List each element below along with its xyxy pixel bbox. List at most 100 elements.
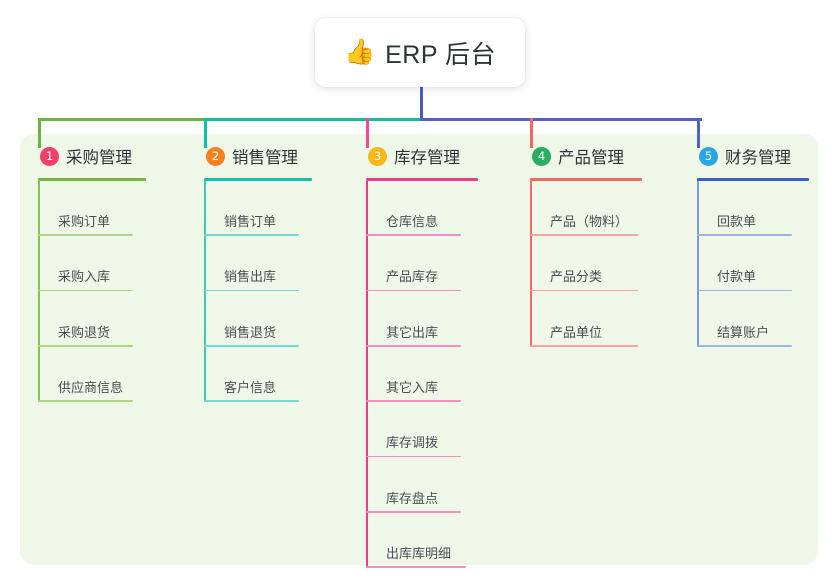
branch-item-rule xyxy=(38,345,133,347)
branch-item[interactable]: 销售退货 xyxy=(204,321,324,347)
branch-item-label: 其它出库 xyxy=(386,324,439,340)
branch-item-rule xyxy=(204,400,299,402)
branch-item-label: 结算账户 xyxy=(717,324,770,340)
branch-item-label: 库存盘点 xyxy=(386,490,439,506)
branch-item-label: 供应商信息 xyxy=(58,379,124,395)
branch-number-badge: 3 xyxy=(368,146,387,166)
branch-item-rule xyxy=(366,510,461,513)
branch-item-label: 出库库明细 xyxy=(386,545,452,561)
branch-drop-4 xyxy=(530,118,533,148)
branch-number-badge: 4 xyxy=(532,146,551,166)
branch-item[interactable]: 销售订单 xyxy=(204,210,324,236)
branch-header-5[interactable]: 5 财务管理 xyxy=(697,144,791,168)
branch-item-rule xyxy=(530,289,638,292)
branch-spine xyxy=(697,181,699,347)
branch-item-label: 产品单位 xyxy=(550,324,603,340)
branch-item-rule xyxy=(366,400,461,402)
branch-title: 采购管理 xyxy=(66,149,132,167)
branch-item[interactable]: 出库库明细 xyxy=(366,542,486,568)
branch-item[interactable]: 客户信息 xyxy=(204,376,324,402)
branch-item[interactable]: 回款单 xyxy=(697,210,817,236)
branch-item-rule xyxy=(38,234,133,236)
branch-item-rule xyxy=(366,455,461,458)
branch-item[interactable]: 结算账户 xyxy=(697,321,817,347)
branch-item-rule xyxy=(366,234,461,236)
branch-column-3: 3 库存管理仓库信息产品库存其它出库其它入库库存调拨库存盘点出库库明细 xyxy=(366,144,478,572)
branch-item[interactable]: 产品（物料） xyxy=(530,210,650,236)
branch-item[interactable]: 采购退货 xyxy=(38,321,158,347)
branch-item[interactable]: 其它出库 xyxy=(366,321,486,347)
branch-title: 财务管理 xyxy=(725,149,791,167)
branch-header-1[interactable]: 1 采购管理 xyxy=(38,144,132,168)
branch-item[interactable]: 产品单位 xyxy=(530,321,650,347)
branch-item-label: 产品库存 xyxy=(386,269,439,285)
branch-item-label: 其它入库 xyxy=(386,379,439,395)
branch-spine xyxy=(530,181,532,347)
root-stem xyxy=(420,87,423,120)
branch-item[interactable]: 产品分类 xyxy=(530,265,650,292)
branch-item-rule xyxy=(38,289,133,292)
root-node-content: 👍 ERP 后台 xyxy=(344,35,496,71)
branch-item-label: 产品分类 xyxy=(550,269,603,285)
branch-number-badge: 5 xyxy=(699,146,718,166)
branch-drop-2 xyxy=(204,118,207,148)
branch-item[interactable]: 销售出库 xyxy=(204,265,324,292)
branch-item[interactable]: 其它入库 xyxy=(366,376,486,402)
branch-item-rule xyxy=(697,345,792,347)
branch-item-rule xyxy=(366,566,466,568)
branch-item-rule xyxy=(366,289,461,292)
branch-item[interactable]: 库存调拨 xyxy=(366,431,486,458)
branch-item-rule xyxy=(530,234,638,236)
branch-item-rule xyxy=(204,345,299,347)
branch-title: 产品管理 xyxy=(558,149,624,167)
root-node[interactable]: 👍 ERP 后台 xyxy=(315,18,525,87)
branch-header-rule xyxy=(697,178,809,181)
branch-item-label: 采购入库 xyxy=(58,269,111,285)
branch-item-label: 仓库信息 xyxy=(386,214,439,229)
branch-number-badge: 1 xyxy=(40,146,59,166)
branch-number-badge: 2 xyxy=(206,146,225,166)
branch-spine xyxy=(38,181,40,402)
root-node-title: ERP 后台 xyxy=(385,40,497,69)
branch-item-label: 销售订单 xyxy=(224,214,277,229)
branch-title: 销售管理 xyxy=(232,149,298,167)
branch-drop-1 xyxy=(38,118,41,148)
branch-item[interactable]: 仓库信息 xyxy=(366,210,486,236)
branch-item-label: 库存调拨 xyxy=(386,435,439,451)
thumbs-up-icon: 👍 xyxy=(343,38,376,66)
bus-segment-mid xyxy=(204,118,423,121)
branch-item-rule xyxy=(697,234,792,236)
branches-panel xyxy=(20,134,818,565)
branch-item[interactable]: 库存盘点 xyxy=(366,487,486,513)
branch-drop-3 xyxy=(366,118,369,148)
branch-spine xyxy=(366,181,368,568)
branch-header-rule xyxy=(38,178,146,181)
branch-item-rule xyxy=(204,234,299,236)
branch-header-rule xyxy=(530,178,642,181)
branch-item-label: 采购订单 xyxy=(58,214,111,229)
branch-title: 库存管理 xyxy=(394,149,460,167)
branch-item[interactable]: 付款单 xyxy=(697,265,817,292)
branch-header-3[interactable]: 3 库存管理 xyxy=(366,144,460,168)
branch-header-4[interactable]: 4 产品管理 xyxy=(530,144,624,168)
branch-item-rule xyxy=(38,400,133,402)
branch-item[interactable]: 供应商信息 xyxy=(38,376,158,402)
branch-item-label: 客户信息 xyxy=(224,379,277,395)
branch-item[interactable]: 采购入库 xyxy=(38,265,158,292)
branch-item-rule xyxy=(366,345,461,347)
branch-item-rule xyxy=(204,289,299,292)
branch-item-rule xyxy=(530,345,638,347)
branch-header-rule xyxy=(204,178,312,181)
bus-segment-left xyxy=(38,118,207,121)
branch-item[interactable]: 采购订单 xyxy=(38,210,158,236)
branch-item-label: 销售出库 xyxy=(224,269,277,285)
branch-header-rule xyxy=(366,178,478,181)
branch-item[interactable]: 产品库存 xyxy=(366,265,486,292)
branch-header-2[interactable]: 2 销售管理 xyxy=(204,144,298,168)
branch-item-rule xyxy=(697,289,792,292)
